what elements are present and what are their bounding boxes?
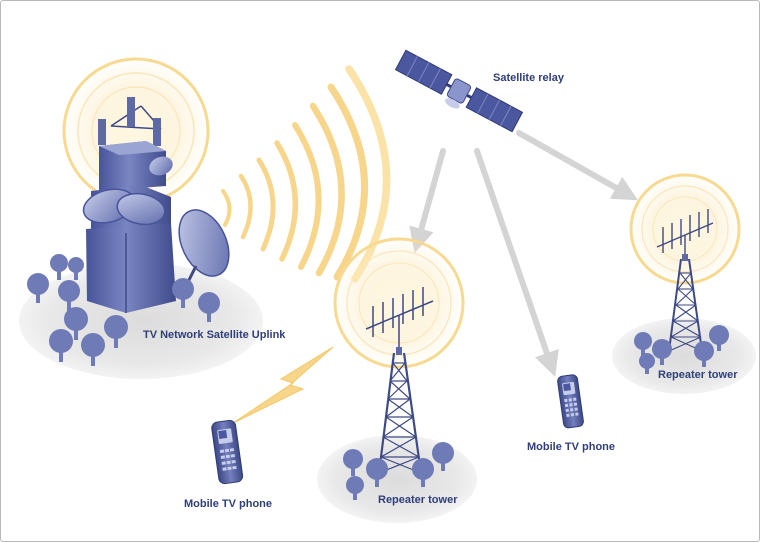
tree-icon [27, 273, 49, 303]
lattice-tower-icon [365, 287, 434, 474]
uplink-station-icon [82, 97, 230, 313]
tree-icon [709, 325, 729, 351]
mobile-phone-icon [557, 374, 584, 429]
lattice-tower-icon [656, 209, 714, 352]
label-phone-mid: Mobile TV phone [527, 441, 615, 453]
arrow-to-right-tower [516, 130, 638, 201]
tree-icon [694, 341, 714, 367]
tree-icon [412, 458, 434, 487]
tree-icon [366, 458, 388, 487]
arrow-to-mobile-phone [474, 148, 559, 377]
ground-uplink [19, 263, 263, 379]
tree-icon [198, 292, 220, 322]
label-repeater-center: Repeater tower [378, 494, 458, 506]
tree-icon [172, 278, 194, 308]
arrow-to-center-tower [409, 148, 446, 254]
tree-icon [343, 449, 363, 476]
tree-icon [81, 333, 105, 366]
label-uplink: TV Network Satellite Uplink [143, 329, 286, 341]
tree-icon [432, 442, 454, 471]
tree-icon [346, 476, 364, 500]
label-satellite-relay: Satellite relay [493, 72, 565, 84]
tree-icon [634, 332, 652, 356]
right-tower-trees [634, 325, 729, 374]
tree-icon [64, 307, 88, 340]
uplink-trees [27, 254, 220, 366]
right-tower-glow [629, 173, 741, 285]
tree-icon [49, 329, 73, 362]
tree-icon [68, 257, 84, 280]
label-phone-left: Mobile TV phone [184, 498, 272, 510]
mobile-phone-icon [211, 419, 244, 485]
tree-icon [652, 339, 672, 365]
label-repeater-right: Repeater tower [658, 369, 738, 381]
satellite-icon [394, 49, 524, 133]
satellite-downlink-arrows [409, 130, 638, 377]
tree-icon [639, 353, 655, 374]
tree-icon [50, 254, 68, 280]
tree-icon [104, 315, 128, 348]
center-tower-trees [343, 442, 454, 500]
lightning-bolt-icon [232, 346, 334, 424]
tree-icon [58, 280, 80, 311]
uplink-signal-waves [221, 65, 391, 283]
